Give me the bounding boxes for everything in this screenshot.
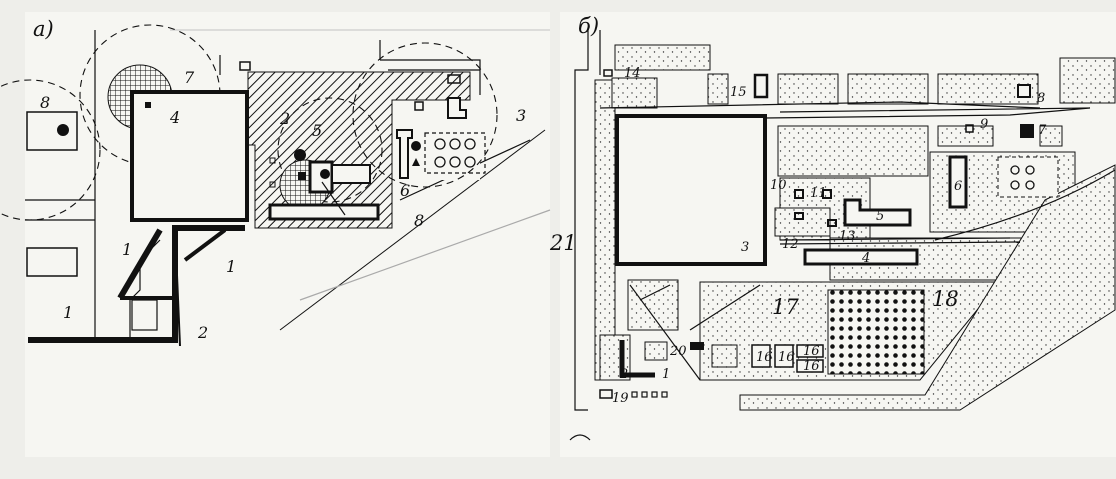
label-b-16c: 16	[803, 344, 820, 359]
building-6-b	[948, 155, 968, 209]
label-b-2: 2	[619, 367, 628, 382]
label-b-17: 17	[772, 295, 799, 319]
label-1-right: 1	[226, 257, 236, 276]
building-14	[603, 69, 613, 77]
label-8-right: 8	[414, 211, 424, 230]
label-2-top: 2	[279, 109, 290, 128]
building-5-b	[843, 198, 912, 227]
label-b-10: 10	[770, 178, 787, 193]
label-b-16b: 16	[778, 350, 795, 365]
building-16c	[796, 344, 824, 358]
structure-1-2	[619, 340, 655, 378]
label-b-16a: 16	[756, 350, 773, 365]
label-b-9: 9	[980, 117, 988, 132]
label-b-1: 1	[662, 367, 670, 382]
label-b-18: 18	[932, 287, 959, 311]
label-b-21: 21	[549, 231, 577, 255]
label-6: 6	[400, 181, 410, 200]
label-b-13: 13	[839, 229, 856, 244]
building-8-b	[1017, 84, 1031, 98]
panel-b-letter: б)	[578, 14, 599, 38]
building-16a	[751, 344, 771, 368]
building-7-b	[1020, 124, 1034, 138]
panel-b: б) 14 15 8 7 9 6 10 11 5 13 12 3 4 21 17…	[549, 12, 1116, 457]
building-4-b	[803, 248, 919, 266]
big-dot-grid	[827, 289, 925, 375]
building-8	[26, 111, 78, 151]
label-b-7: 7	[1038, 123, 1047, 138]
label-b-6: 6	[954, 179, 962, 194]
label-3: 3	[516, 106, 526, 125]
building-20	[690, 342, 704, 350]
main-building	[130, 90, 249, 222]
label-5: 5	[312, 121, 322, 140]
label-b-20: 20	[669, 344, 687, 359]
label-1-upper: 1	[122, 240, 132, 259]
label-b-16d: 16	[803, 359, 820, 374]
label-b-11: 11	[810, 186, 827, 201]
label-b-8: 8	[1037, 91, 1045, 106]
label-b-3: 3	[741, 240, 749, 255]
label-b-19: 19	[612, 391, 629, 406]
label-7: 7	[184, 68, 195, 87]
panel-a: а) 7 8 4 2 5 3 6 8 1 1 1 2	[0, 12, 551, 457]
building-9	[965, 124, 974, 133]
label-b-15: 15	[730, 85, 747, 100]
building-16d	[796, 359, 824, 373]
label-2-bottom: 2	[197, 323, 208, 342]
label-8-left: 8	[40, 93, 50, 112]
label-1-bottom: 1	[63, 303, 73, 322]
label-b-14: 14	[624, 66, 641, 81]
label-b-4: 4	[861, 251, 870, 266]
building-16b	[774, 344, 794, 368]
label-4: 4	[169, 108, 180, 127]
building-15	[753, 73, 769, 99]
building-3	[615, 114, 767, 266]
label-b-12: 12	[782, 237, 799, 252]
label-b-5: 5	[876, 209, 884, 224]
panel-a-letter: а)	[33, 17, 54, 41]
